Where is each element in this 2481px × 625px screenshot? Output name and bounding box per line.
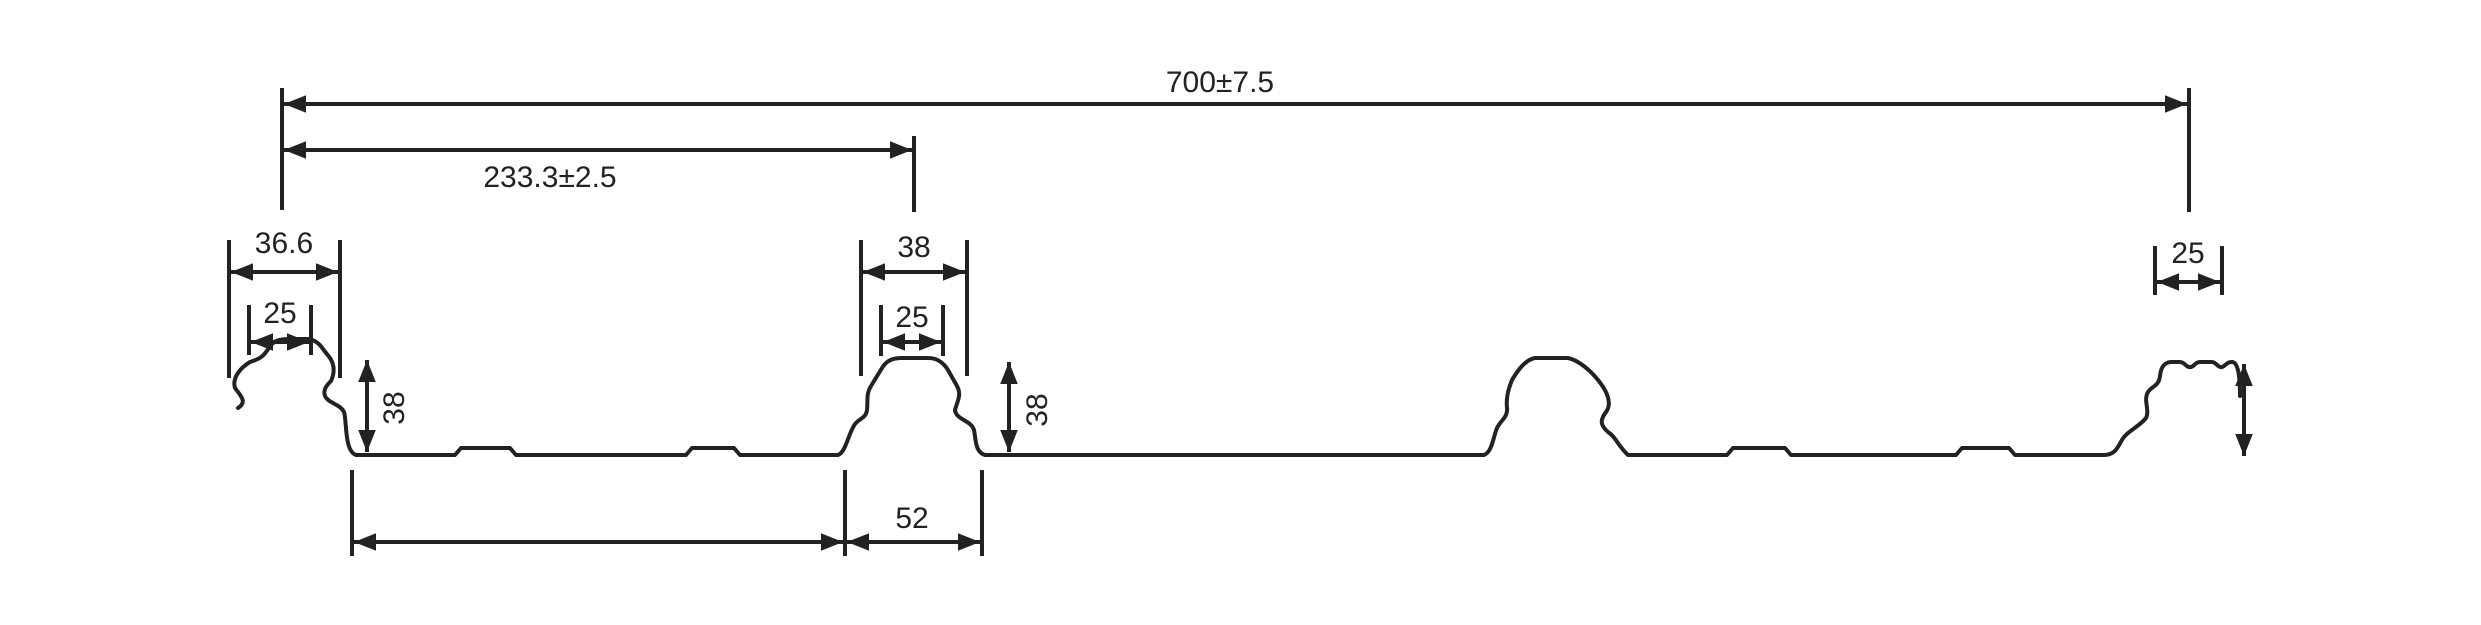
label-right-rib-top: 25 (2171, 237, 2204, 270)
label-center-rib-height: 38 (1021, 393, 1054, 426)
extension-lines (227, 88, 2224, 556)
label-left-rib-height: 38 (378, 391, 411, 424)
label-left-rib-top: 25 (263, 297, 296, 330)
label-total-width: 700±7.5 (1166, 66, 1274, 99)
dimension-labels: 700±7.5 233.3±2.5 36.6 25 38 38 25 38 25… (255, 66, 2205, 535)
sheet-profile-outline (232, 337, 2242, 457)
label-center-rib-outer: 38 (897, 231, 930, 264)
label-pitch: 233.3±2.5 (483, 161, 616, 194)
dimension-arrows (231, 95, 2253, 551)
label-center-rib-base: 52 (895, 502, 928, 535)
label-center-rib-top: 25 (895, 301, 928, 334)
label-left-rib-outer: 36.6 (255, 227, 313, 260)
